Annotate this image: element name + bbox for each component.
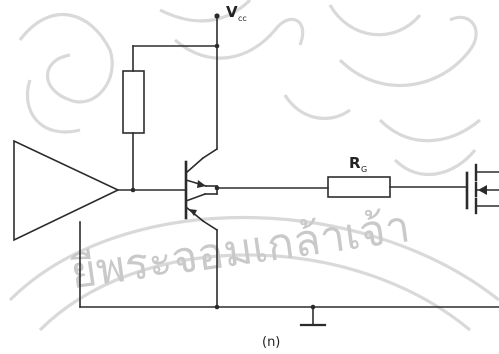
vcc-label-subscript: cc [238, 14, 247, 23]
driver-amplifier-triangle [13, 139, 120, 242]
vcc-label: V [226, 3, 238, 21]
junction-dot [214, 185, 220, 191]
ground-symbol [299, 306, 327, 327]
totem-pole-transistors [184, 147, 219, 232]
figure-caption: (n) [262, 335, 280, 350]
junction-dot [214, 304, 220, 310]
watermark-text: ยีพระจอมเกล้าเจ้า [67, 201, 413, 299]
rg-label-subscript: G [361, 165, 367, 174]
rg-label: R [349, 154, 361, 172]
watermark-seal [8, 0, 499, 332]
power-mosfet [465, 163, 499, 215]
gate-resistor [327, 176, 391, 198]
junction-dot [130, 187, 136, 193]
junction-dot [214, 43, 220, 49]
pullup-resistor [122, 70, 145, 134]
vcc-terminal [214, 13, 220, 19]
